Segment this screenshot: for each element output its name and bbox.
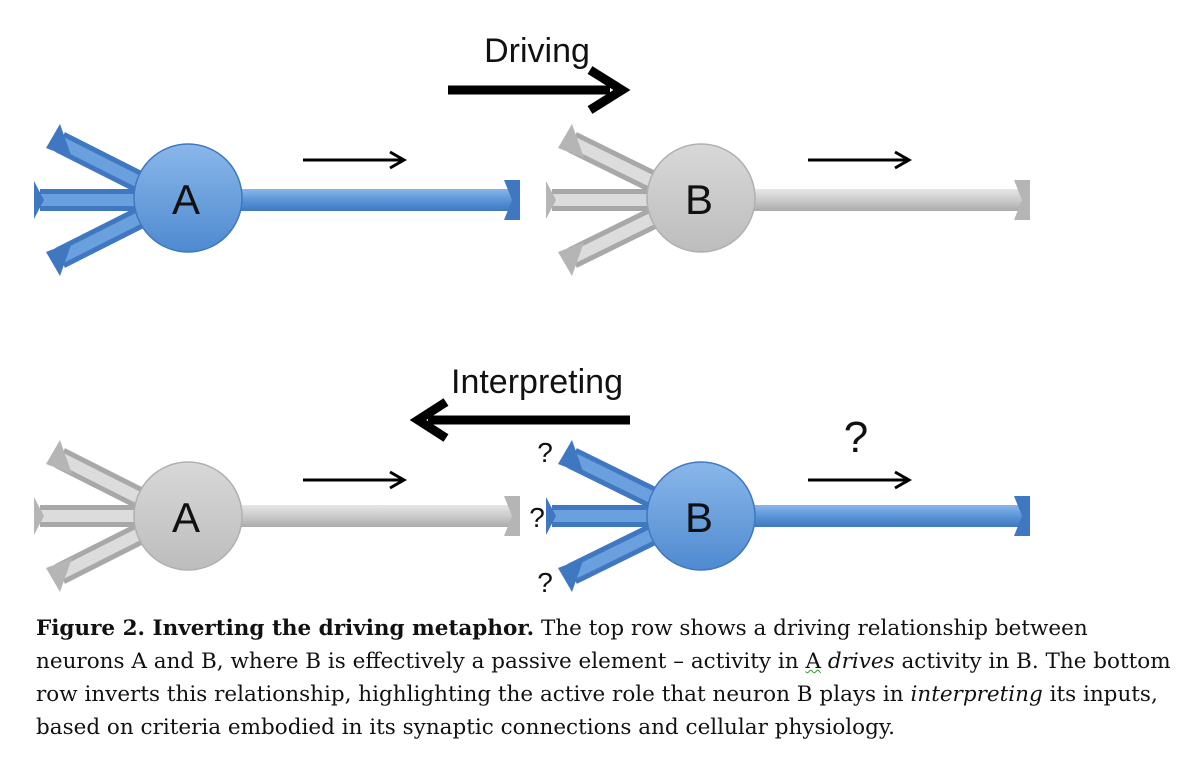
axon (230, 496, 520, 536)
soma (133, 143, 243, 253)
caption-figure-label: Figure 2. Inverting the driving metaphor… (36, 616, 535, 641)
axon (230, 180, 520, 220)
caption-text: activity in B. The bottom row inverts th… (36, 649, 1171, 707)
neuron-label: B (685, 494, 713, 541)
neuron-diagram: Driving A (34, 32, 1030, 598)
neuron-label: A (172, 176, 200, 223)
caption-emphasis: drives (827, 649, 895, 674)
soma (646, 143, 756, 253)
axon (745, 180, 1030, 220)
bottom-neuron-b: B (546, 440, 1030, 592)
soma (133, 461, 243, 571)
bottom-row-title: Interpreting (451, 363, 623, 401)
question-mark: ? (537, 437, 553, 468)
question-mark: ? (537, 567, 553, 598)
top-row-title: Driving (484, 32, 590, 70)
signal-arrow (303, 470, 408, 490)
top-neuron-a: A (34, 124, 520, 276)
top-neuron-b: B (546, 124, 1030, 276)
caption-text (821, 649, 828, 674)
caption-text: The top row shows a driving relationship… (36, 616, 1088, 674)
caption-text: its inputs, based on criteria embodied i… (36, 682, 1158, 740)
interpreting-arrow (409, 398, 630, 442)
signal-arrow (808, 470, 913, 490)
caption-emphasis: interpreting (910, 682, 1043, 707)
neuron-label: B (685, 176, 713, 223)
signal-arrow (808, 150, 913, 170)
signal-arrow (303, 150, 408, 170)
soma (646, 461, 756, 571)
caption-text: A (805, 649, 821, 674)
question-mark: ? (844, 413, 868, 462)
bottom-neuron-a: A (34, 440, 520, 592)
neuron-label: A (172, 494, 200, 541)
figure-caption: Figure 2. Inverting the driving metaphor… (36, 612, 1176, 744)
question-mark: ? (529, 502, 545, 533)
driving-arrow (448, 66, 631, 114)
axon (745, 496, 1030, 536)
